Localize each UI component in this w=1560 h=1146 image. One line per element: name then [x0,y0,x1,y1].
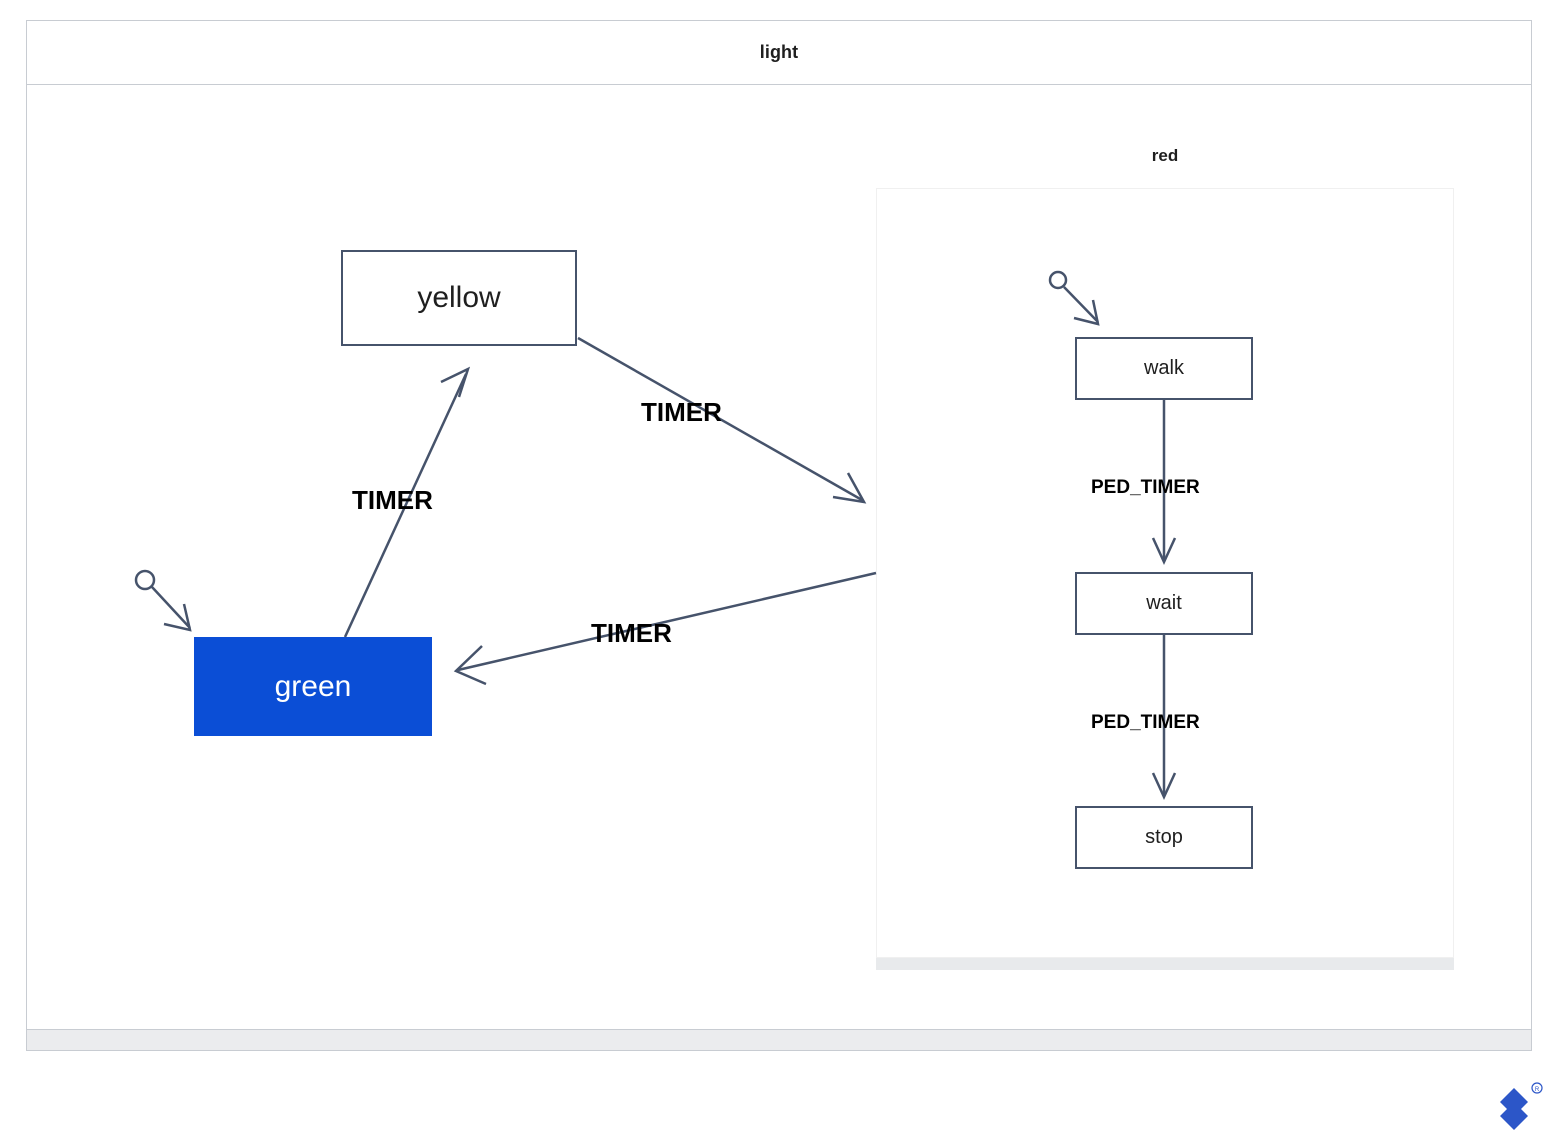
edge-label-wait-to-stop: PED_TIMER [1091,712,1200,733]
state-wait[interactable]: wait [1075,572,1253,635]
state-stop-label: stop [1145,826,1183,848]
state-walk-label: walk [1143,357,1184,379]
machine-footer-bar [27,1029,1531,1050]
edge-label-red-to-green: TIMER [591,618,672,648]
toptal-logo-icon: R [1500,1082,1543,1130]
state-stop[interactable]: stop [1075,806,1253,869]
edge-label-walk-to-wait: PED_TIMER [1091,477,1200,498]
machine-title-bar: light [27,21,1531,85]
state-wait-label: wait [1146,592,1182,614]
state-walk[interactable]: walk [1075,337,1253,400]
state-yellow[interactable]: yellow [341,250,577,346]
region-red-shadow [876,958,1454,970]
state-green-label: green [274,669,352,703]
region-red-title: red [1151,146,1179,165]
machine-title: light [759,42,799,62]
state-green[interactable]: green [194,637,432,736]
edge-label-yellow-to-red: TIMER [641,397,722,427]
state-yellow-label: yellow [417,281,501,314]
svg-text:R: R [1535,1087,1540,1093]
edge-label-green-to-yellow: TIMER [352,485,433,515]
